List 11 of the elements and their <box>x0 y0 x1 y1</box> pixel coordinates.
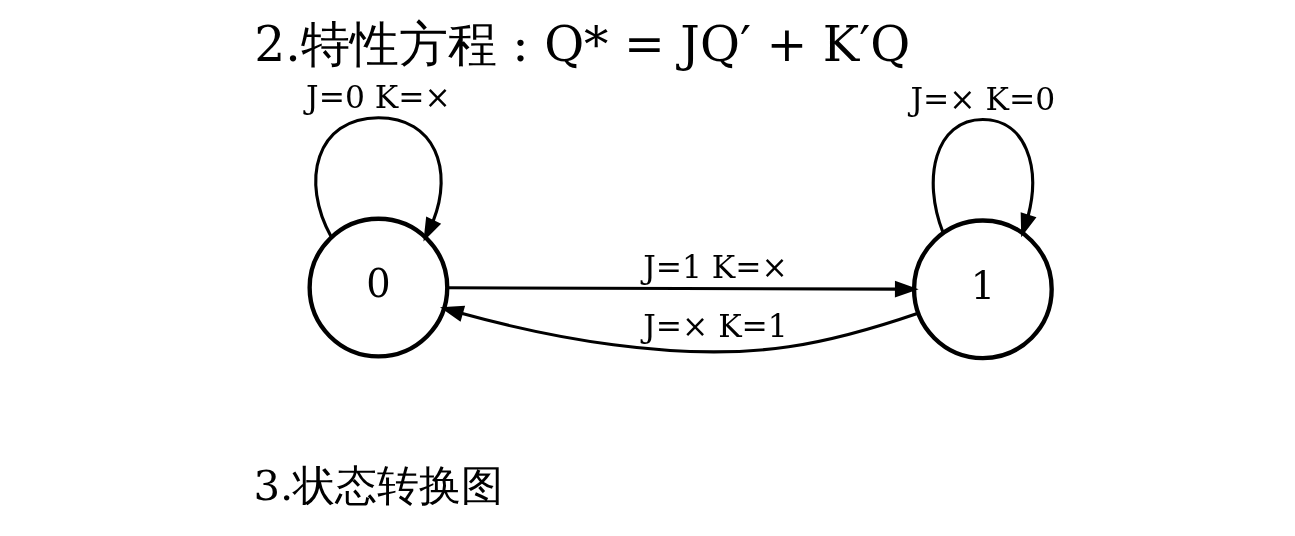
arrow <box>313 116 443 242</box>
edge-label: J=× K=1 <box>642 308 788 345</box>
arrow <box>931 117 1036 238</box>
edge-label: J=0 K=× <box>305 79 451 116</box>
node-circle: 1 <box>911 218 1054 361</box>
edge-label: J=× K=0 <box>910 80 1055 117</box>
diagram-title: 2.特性方程 : Q* = JQ′ + K′Q <box>253 15 910 73</box>
arrow <box>439 305 919 354</box>
label: 3.状态转换图 <box>253 461 503 511</box>
arrow <box>446 280 919 298</box>
edge-label: J=1 K=× <box>642 248 788 285</box>
